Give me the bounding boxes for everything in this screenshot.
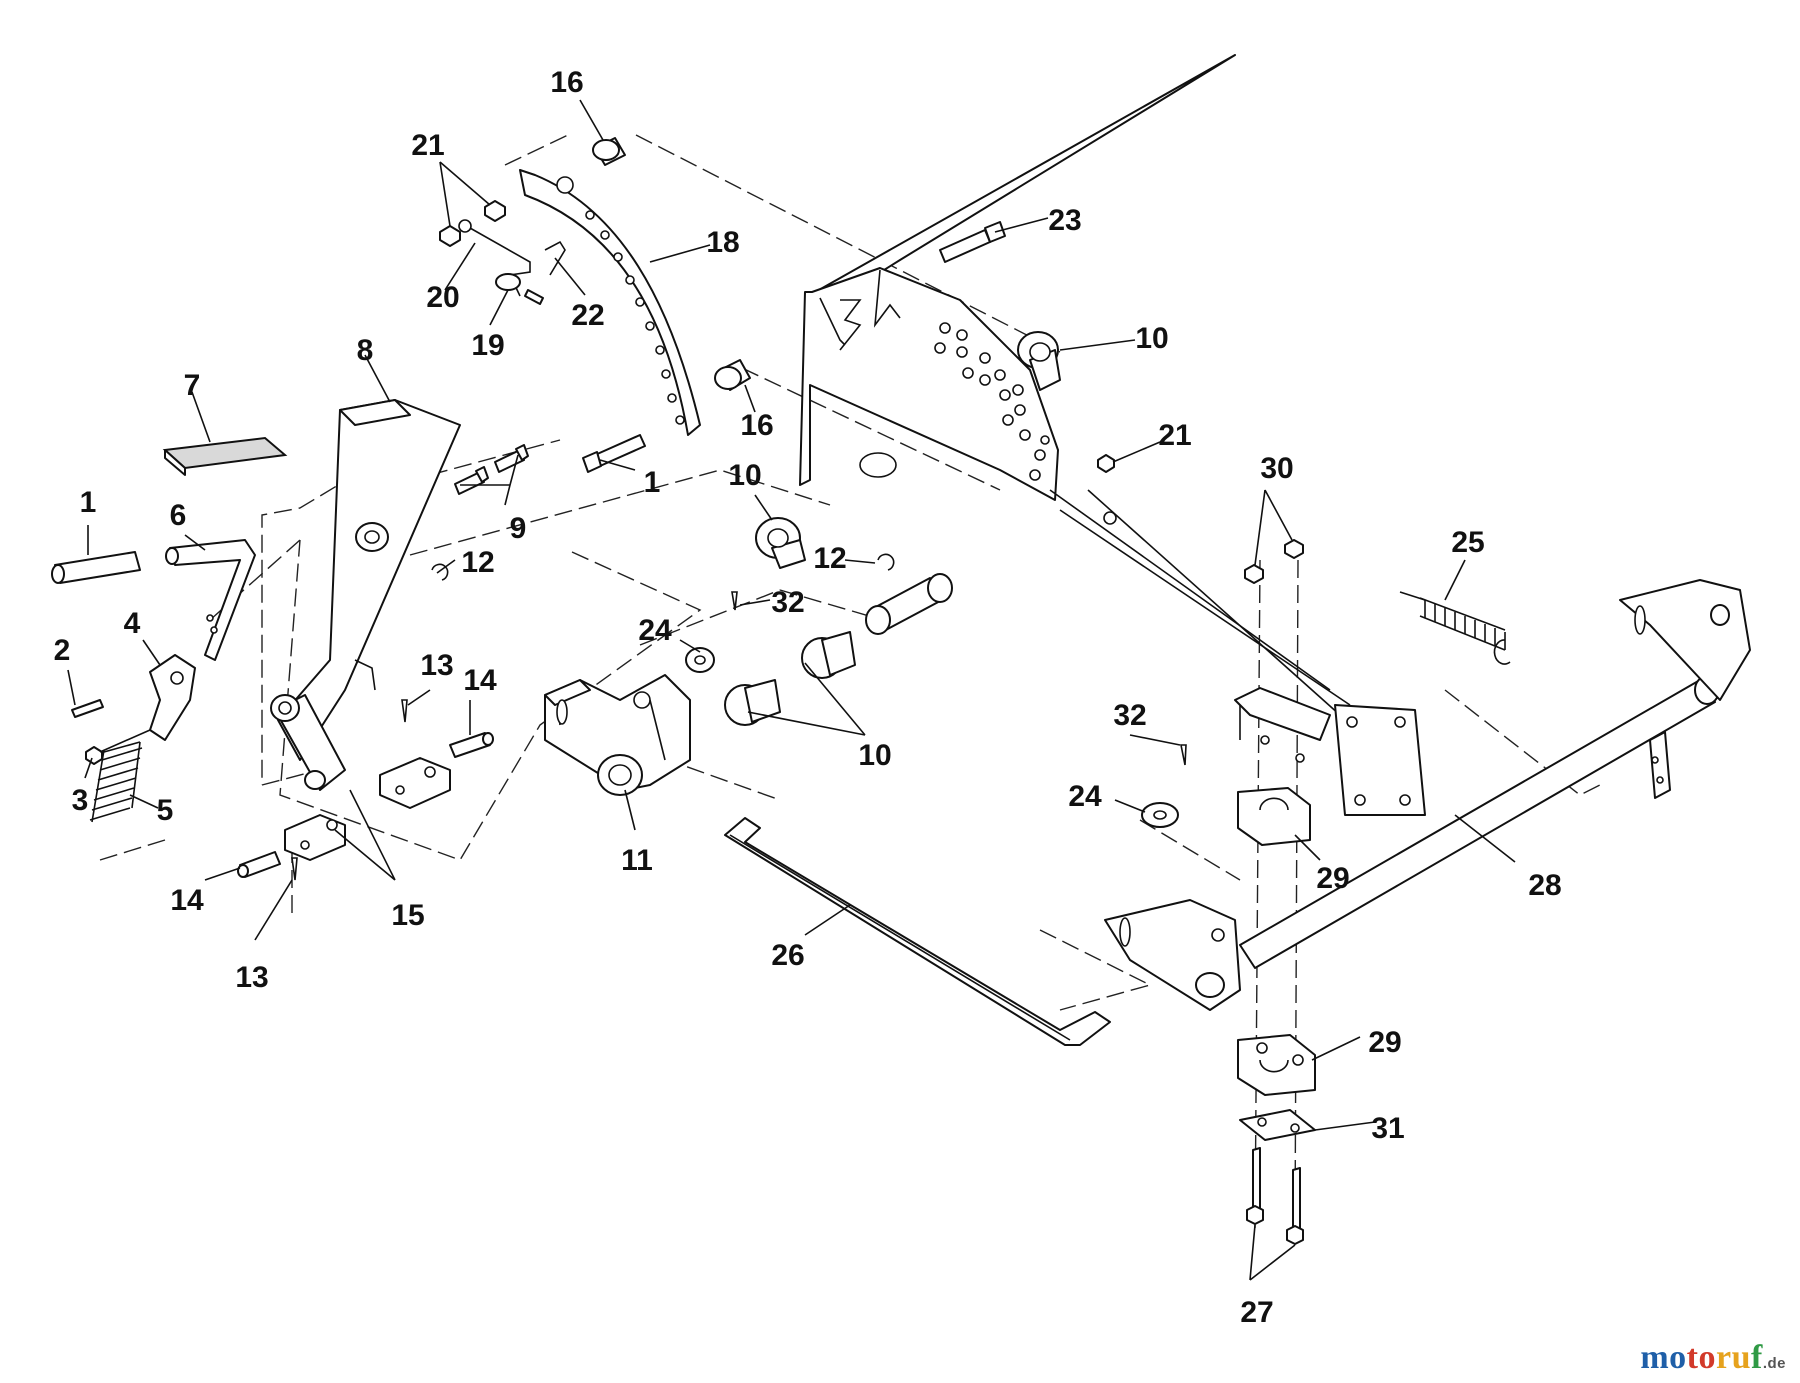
lift-arm-11 [544, 674, 691, 796]
callout-32: 32 [771, 586, 804, 619]
clevis-block-15-upper [379, 757, 451, 809]
callout-16: 16 [740, 409, 773, 442]
frame-plate [799, 54, 1351, 716]
lever-rod [165, 539, 256, 661]
flange-bushing-10-lower-a [801, 631, 856, 679]
callout-11: 11 [621, 844, 653, 877]
callout-10: 10 [1135, 322, 1168, 355]
callout-1: 1 [80, 486, 97, 519]
callout-21: 21 [411, 129, 444, 162]
bolts-9 [454, 444, 529, 495]
callout-12: 12 [813, 542, 846, 575]
callout-3: 3 [72, 784, 89, 817]
callout-32: 32 [1113, 699, 1146, 732]
cotter-pin-13-lower [291, 857, 298, 881]
spring-25 [1399, 591, 1511, 665]
callout-16: 16 [550, 66, 583, 99]
lever-bracket [149, 654, 196, 741]
nut-21-right [1097, 454, 1115, 473]
bolts-27 [1246, 1147, 1304, 1245]
e-clip-12-right [877, 553, 895, 571]
callout-labels: 16 21 18 23 20 22 19 10 8 7 16 1 21 10 3… [54, 66, 1562, 1329]
callout-15: 15 [391, 899, 424, 932]
bolt-1-middle [582, 434, 646, 473]
callout-8: 8 [357, 334, 374, 367]
cotter-pin-13-upper [401, 699, 408, 723]
callout-12: 12 [461, 546, 494, 579]
callout-14: 14 [463, 664, 497, 697]
pin-14-lower [237, 851, 281, 878]
bushing-16-upper [592, 137, 626, 166]
washer-24-left [685, 647, 715, 673]
callout-10: 10 [858, 739, 891, 772]
frame-adjustment-holes [934, 322, 1050, 481]
callout-18: 18 [706, 226, 739, 259]
callout-29: 29 [1368, 1026, 1401, 1059]
callout-9: 9 [510, 512, 527, 545]
callout-26: 26 [771, 939, 804, 972]
clamp-block-29-upper [1237, 787, 1311, 846]
clamp-block-29-lower [1237, 1034, 1316, 1096]
callout-22: 22 [571, 299, 604, 332]
callout-28: 28 [1528, 869, 1561, 902]
callout-31: 31 [1371, 1112, 1404, 1145]
callout-6: 6 [170, 499, 187, 532]
pivot-pin [865, 573, 953, 635]
washer-24-right [1141, 802, 1179, 828]
nuts-30 [1244, 539, 1304, 584]
flange-bushing-10-lower-b [724, 679, 781, 726]
callout-4: 4 [124, 607, 141, 640]
pedal-arm [270, 399, 461, 791]
callout-10: 10 [728, 459, 761, 492]
cotter-pin-32-left [731, 591, 738, 611]
nut-3 [85, 729, 151, 765]
flange-bushing-10-upper [1017, 331, 1061, 391]
callout-29: 29 [1316, 862, 1349, 895]
callout-1: 1 [644, 466, 661, 499]
upper-hardware [439, 200, 566, 305]
callout-13: 13 [235, 961, 268, 994]
roll-pin-2 [71, 699, 104, 718]
plate-31 [1239, 1109, 1316, 1141]
pedal-pad [162, 436, 288, 476]
lever-handle-grip [51, 551, 141, 584]
callout-2: 2 [54, 634, 71, 667]
callout-21: 21 [1158, 419, 1191, 452]
callout-30: 30 [1260, 452, 1293, 485]
callout-19: 19 [471, 329, 504, 362]
pivot-bracket [1234, 687, 1426, 816]
callout-24: 24 [1068, 780, 1102, 813]
motoruf-watermark-logo: motoruf.de [1640, 1339, 1786, 1376]
flange-bushing-10-left [755, 517, 806, 569]
cotter-pin-32-right [1180, 744, 1187, 766]
callout-20: 20 [426, 281, 459, 314]
callout-24: 24 [638, 614, 672, 647]
callout-27: 27 [1240, 1296, 1273, 1329]
callout-13: 13 [420, 649, 453, 682]
link-rod-26 [724, 817, 1111, 1046]
callout-7: 7 [184, 369, 201, 402]
clevis-block-15-lower [284, 814, 346, 861]
callout-14: 14 [170, 884, 204, 917]
bushing-16-lower [714, 359, 751, 391]
callout-25: 25 [1451, 526, 1484, 559]
callout-23: 23 [1048, 204, 1081, 237]
pin-14-upper [449, 732, 494, 758]
height-adjust-arc [519, 169, 701, 436]
callout-5: 5 [157, 794, 174, 827]
leader-lines [67, 99, 1516, 1281]
cross-tube-28 [1104, 579, 1751, 1011]
